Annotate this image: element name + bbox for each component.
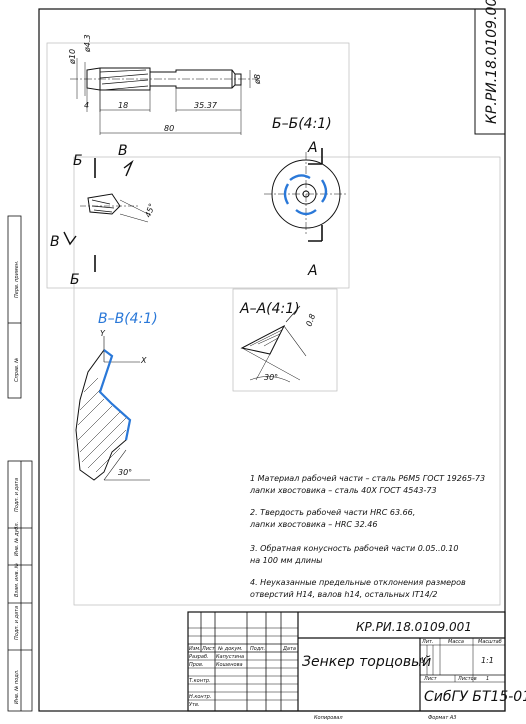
tb-header-sign: Подп.	[250, 646, 265, 652]
layout-frames	[46, 42, 501, 606]
tb-code: КР.РИ.18.0109.001	[356, 620, 472, 634]
side-label-1: Перв. примен.	[14, 260, 20, 298]
tb-lit-label: Лит.	[421, 639, 434, 645]
tb-sheets-label: Листов	[457, 676, 477, 682]
note-line-5: 3. Обратная конусность рабочей части 0.0…	[250, 544, 458, 553]
title-block	[187, 611, 506, 712]
part-main-view	[70, 58, 258, 135]
tb-header-date: Дата	[282, 646, 296, 652]
section-vv-view	[75, 336, 150, 481]
section-aa-title: А–А(4:1)	[239, 301, 300, 317]
side-label-5: Взам. инв. №	[14, 563, 20, 597]
section-bb-label-a-top: А	[307, 140, 318, 156]
tb-role-1: Разраб.	[189, 654, 209, 660]
tb-header-izm: Изм.	[189, 646, 201, 652]
note-line-3: 2. Твердость рабочей части HRC 63.66,	[250, 508, 415, 517]
side-label-v-top: В	[118, 143, 128, 159]
note-line-8: отверстий H14, валов h14, остальных IT14…	[250, 590, 438, 599]
dim-l-shank: 35.37	[194, 101, 218, 110]
side-label-b-bottom: Б	[70, 272, 80, 288]
notes: 1 Материал рабочей части – сталь Р6М5 ГО…	[249, 474, 485, 599]
dim-l-flute: 18	[118, 101, 128, 110]
tb-role-3: Т.контр.	[189, 678, 211, 684]
side-label-4: Инв. № дубл.	[14, 522, 20, 556]
rotated-code: КР.РИ.18.0109.001	[484, 0, 500, 124]
section-vv-x-axis: X	[140, 356, 147, 365]
side-angle: 45°	[143, 202, 156, 218]
tb-mass-label: Масса	[448, 639, 464, 645]
dim-d-right: ø8	[253, 74, 262, 85]
tb-scale-label: Масштаб	[478, 639, 502, 645]
tb-name: Зенкер торцовый	[302, 654, 431, 670]
note-line-1: 1 Материал рабочей части – сталь Р6М5 ГО…	[250, 474, 485, 483]
tb-lit-value: У	[421, 656, 427, 665]
side-label-7: Инв. № подл.	[14, 670, 20, 705]
left-strip	[7, 215, 33, 712]
section-bb-view	[264, 148, 348, 242]
outer-frame	[38, 8, 506, 712]
side-label-3: Подп. и дата	[14, 478, 20, 512]
section-aa-dim: 0.8	[304, 313, 317, 328]
tb-header-list: Лист	[201, 646, 216, 652]
tb-header-doc: № докум.	[217, 646, 243, 652]
note-line-2: лапки хвостовика – сталь 40Х ГОСТ 4543-7…	[249, 486, 437, 495]
side-label-v-left: В	[50, 234, 60, 250]
side-label-6: Подп. и дата	[14, 606, 20, 640]
section-vv-y-axis: Y	[100, 329, 106, 338]
section-vv-angle: 30°	[118, 468, 132, 477]
tb-kopiroval: Копировал	[314, 715, 343, 721]
tb-format: Формат А3	[428, 715, 456, 721]
section-vv-title: В–В(4:1)	[98, 311, 158, 327]
tb-name-2: Кошенова	[216, 662, 243, 668]
note-line-4: лапки хвостовика – HRC 32.46	[249, 520, 377, 529]
dim-l-left: 4	[84, 101, 89, 110]
tb-sheets-value: 1	[486, 676, 489, 682]
side-view	[63, 158, 149, 272]
tb-role-4: Н.контр.	[189, 694, 211, 700]
section-bb-title: Б–Б(4:1)	[272, 116, 332, 132]
section-aa-view	[240, 305, 307, 383]
tb-org: СибГУ БТ15-01	[424, 689, 526, 705]
tb-role-5: Утв.	[189, 702, 200, 708]
side-label-2: Справ. №	[14, 358, 20, 382]
code-box	[474, 8, 506, 135]
section-aa-angle: 30°	[264, 373, 278, 382]
tb-scale-value: 1:1	[481, 656, 494, 665]
dim-l-total: 80	[164, 124, 174, 133]
tb-sheet-label: Лист	[423, 676, 438, 682]
dim-d-top: ø10	[68, 49, 77, 65]
tb-name-1: Капустина	[216, 654, 244, 660]
note-line-7: 4. Неуказанные предельные отклонения раз…	[250, 578, 466, 587]
tb-role-2: Пров.	[189, 662, 204, 668]
section-bb-label-a-bottom: А	[307, 263, 318, 279]
note-line-6: на 100 мм длины	[250, 556, 323, 565]
dim-d-mid: ø4.3	[83, 34, 92, 53]
side-label-b-top: Б	[73, 153, 83, 169]
